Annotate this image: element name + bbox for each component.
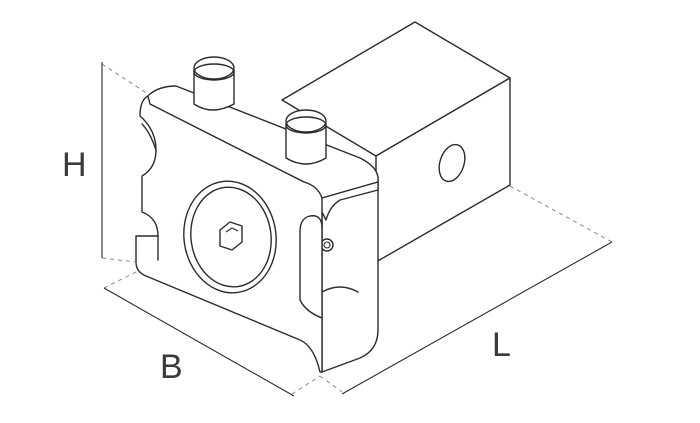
pin-left bbox=[193, 56, 235, 111]
length-dimension-line bbox=[341, 241, 613, 395]
screw-head bbox=[190, 186, 272, 288]
width-dimension-line bbox=[103, 287, 295, 397]
height-label: H bbox=[62, 146, 87, 184]
clamping-screw bbox=[183, 180, 277, 294]
front-notch bbox=[299, 215, 323, 233]
width-label: B bbox=[160, 348, 183, 386]
block-side bbox=[320, 181, 379, 373]
length-label: L bbox=[492, 326, 511, 364]
pin-right bbox=[285, 109, 327, 165]
pin-icon bbox=[285, 123, 327, 165]
hex-socket-screw-icon bbox=[219, 221, 243, 251]
rear-shank bbox=[281, 21, 511, 263]
dimension-l bbox=[319, 185, 613, 395]
dimension-h bbox=[101, 62, 149, 263]
dimension-b bbox=[103, 271, 321, 397]
pin-icon bbox=[193, 69, 235, 111]
shank-cross-hole bbox=[438, 143, 466, 183]
block-side-face bbox=[321, 181, 379, 373]
